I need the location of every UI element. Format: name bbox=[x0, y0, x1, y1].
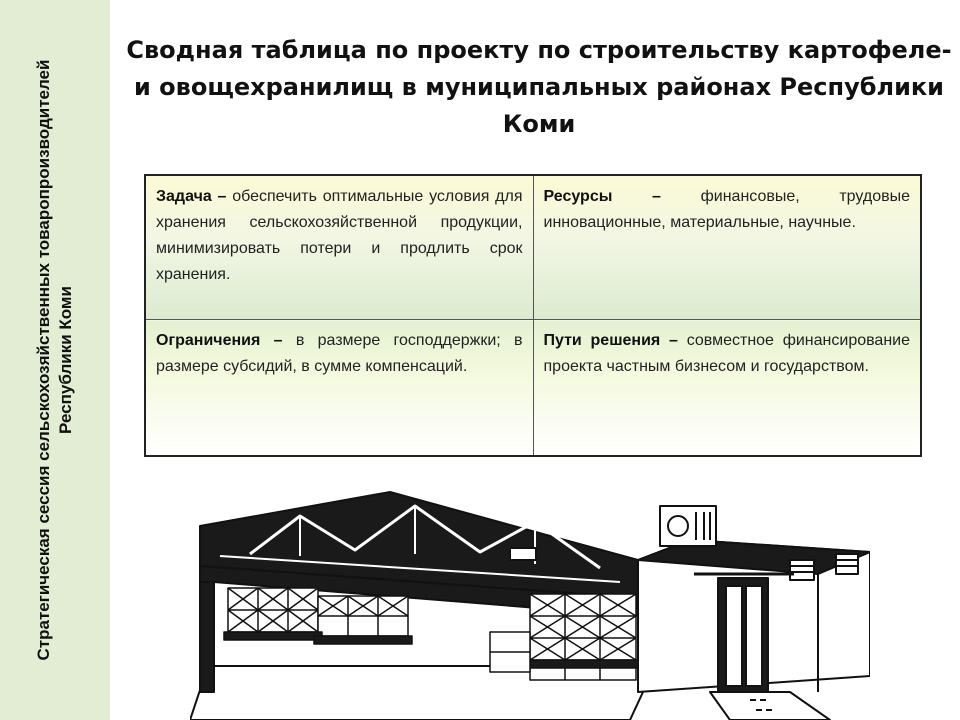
cell-task: Задача – обеспечить оптимальные условия … bbox=[144, 174, 534, 321]
cell-task-dash: – bbox=[211, 188, 233, 205]
cell-task-text: обеспечить оптимальные условия для хране… bbox=[156, 188, 523, 283]
cell-solutions-heading: Пути решения bbox=[543, 332, 661, 350]
cell-solutions-dash: – bbox=[660, 332, 687, 350]
sidebar: Стратегическая сессия сельскохозяйственн… bbox=[0, 0, 110, 720]
cell-limits-dash: – bbox=[260, 332, 296, 350]
cell-limits-text: в размере господдержки; в размере субсид… bbox=[156, 332, 523, 376]
cell-limits-heading: Ограничения bbox=[156, 332, 261, 350]
cell-resources-text: финансовые, трудовые инновационные, мате… bbox=[543, 188, 911, 231]
cell-resources: Ресурсы – финансовые, трудовые инновацио… bbox=[532, 174, 922, 321]
cell-solutions-text: совместное финансирование проекта частны… bbox=[543, 332, 911, 376]
cell-limits: Ограничения – в размере господдержки; в … bbox=[144, 319, 534, 457]
sidebar-caption: Стратегическая сессия сельскохозяйственн… bbox=[34, 59, 75, 661]
page-title: Сводная таблица по проекту по строительс… bbox=[126, 36, 952, 138]
cell-solutions: Пути решения – совместное финансирование… bbox=[532, 319, 922, 457]
cell-resources-dash: – bbox=[612, 188, 701, 205]
summary-table: Задача – обеспечить оптимальные условия … bbox=[144, 174, 922, 457]
table-row: Ограничения – в размере господдержки; в … bbox=[144, 319, 922, 457]
table-row: Задача – обеспечить оптимальные условия … bbox=[144, 174, 922, 321]
warehouse-icon bbox=[190, 491, 870, 720]
cell-resources-heading: Ресурсы bbox=[543, 188, 613, 205]
cell-task-heading: Задача bbox=[156, 188, 212, 205]
